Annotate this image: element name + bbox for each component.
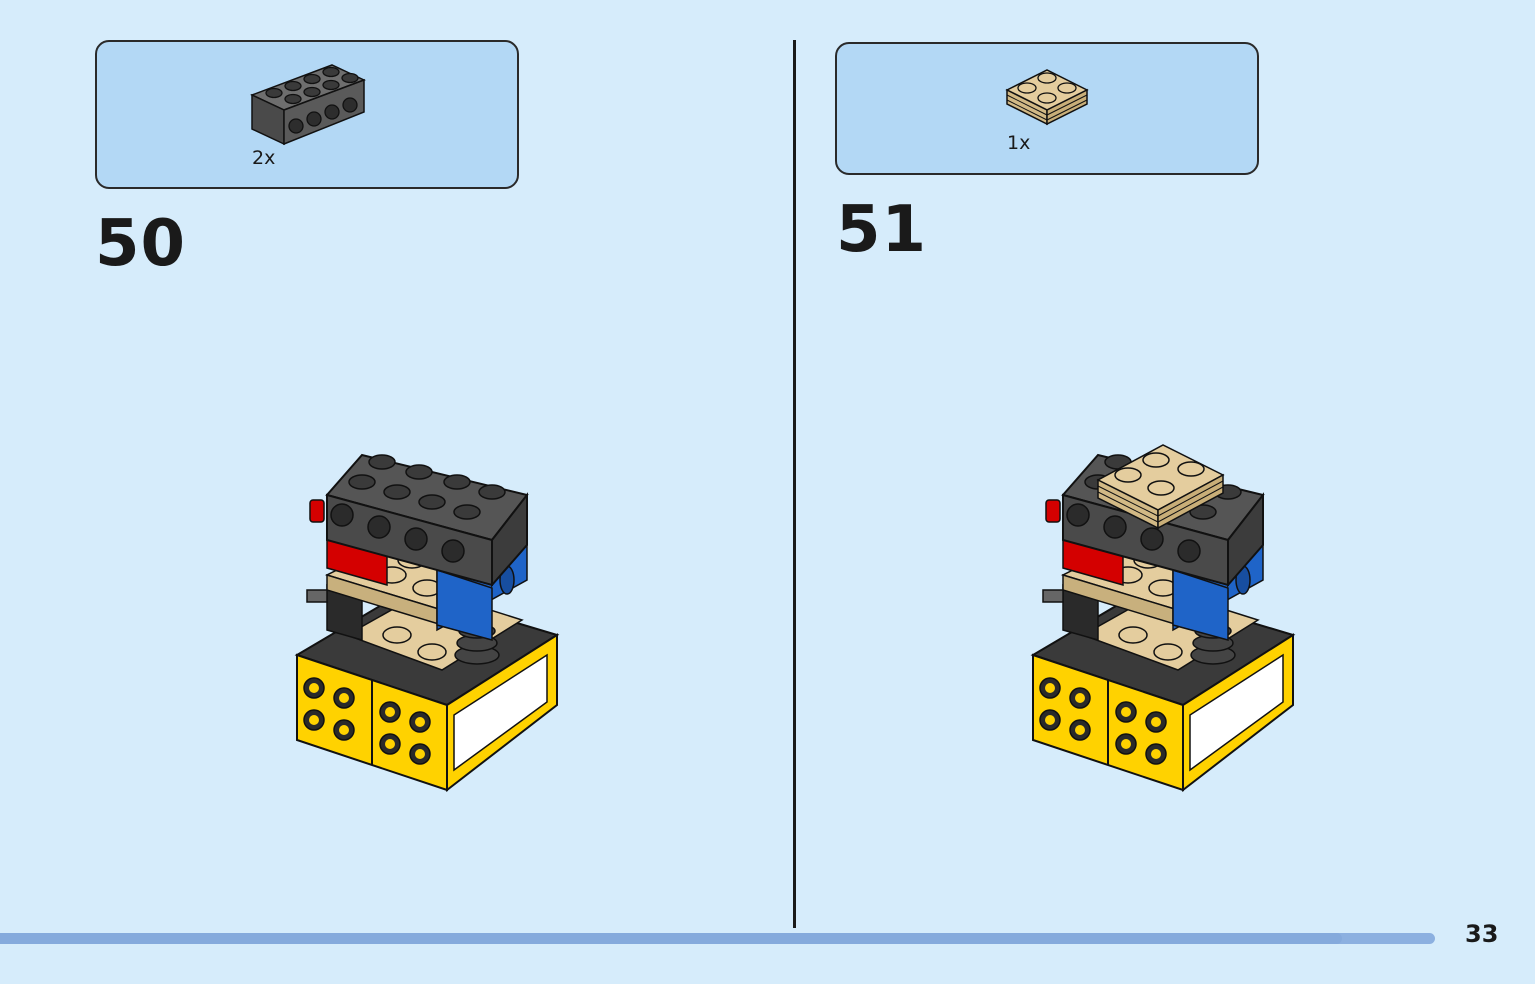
part-quantity: 1x [1007, 132, 1031, 154]
step-number: 51 [836, 193, 928, 267]
tan-plate-icon [1005, 69, 1089, 126]
parts-callout-step-51: 1x [835, 42, 1259, 175]
dark-gray-brick-icon [250, 64, 366, 146]
part-quantity: 2x [252, 147, 276, 169]
page-divider [793, 40, 796, 928]
step-number: 50 [95, 207, 187, 281]
page-progress-bar [0, 933, 1435, 944]
page-progress-fill [0, 933, 1342, 944]
assembly-model-step-51 [1030, 444, 1296, 793]
parts-callout-step-50: 2x [95, 40, 519, 189]
page-number: 33 [1465, 920, 1499, 948]
assembly-model-step-50 [294, 453, 560, 793]
